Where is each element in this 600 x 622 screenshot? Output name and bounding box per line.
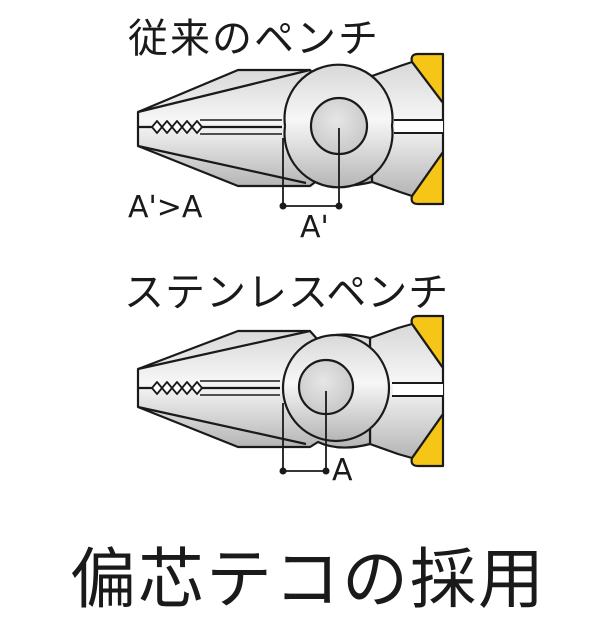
dimension-a-label: A [332, 453, 353, 488]
conventional-plier-title: 従来のペンチ [128, 16, 380, 62]
teeth [151, 120, 203, 134]
dimension-a-prime [279, 128, 343, 210]
dimension-a-prime-label: A' [300, 210, 329, 245]
caption: 偏芯テコの採用 [70, 541, 546, 618]
comparison-label: A'>A [128, 190, 203, 225]
teeth [151, 381, 203, 395]
stainless-plier-title: ステンレスペンチ [124, 270, 450, 316]
handle-top [410, 52, 445, 105]
conventional-plier [136, 52, 445, 210]
dimension-a [279, 391, 330, 475]
stainless-plier [136, 314, 445, 475]
pliers-diagram [136, 52, 445, 475]
